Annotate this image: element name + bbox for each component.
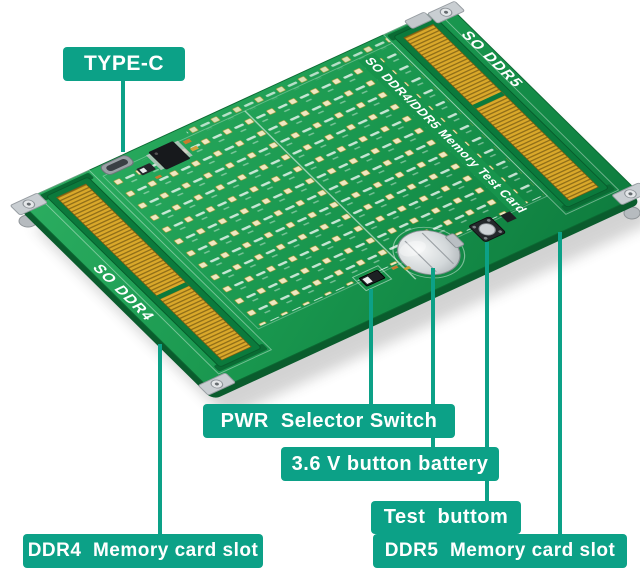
corner-bracket xyxy=(198,373,236,395)
pcb-top-face: SO DDR4/DDR5 Memory Test Card SO DDR5 SO… xyxy=(10,1,640,395)
pwr-selector-switch xyxy=(351,265,393,292)
typec-connector xyxy=(100,155,134,175)
callout-label-pwr-switch: PWR Selector Switch xyxy=(203,404,455,438)
ddr4-gold-pins xyxy=(56,183,252,361)
callout-label-battery: 3.6 V button battery xyxy=(281,447,499,481)
capacitor xyxy=(391,265,399,271)
ddr4-key-notch xyxy=(156,282,190,300)
test-button xyxy=(469,216,506,242)
callout-label-typec: TYPE-C xyxy=(63,47,185,81)
capacitor xyxy=(182,138,192,145)
corner-bracket xyxy=(612,182,640,205)
ic-chip xyxy=(146,140,193,171)
corner-bracket xyxy=(10,193,48,216)
aux-slide-switch xyxy=(136,163,156,176)
callout-label-test-button: Test buttom xyxy=(371,501,521,534)
ddr5-key-notch xyxy=(472,91,505,109)
callout-label-ddr5-slot: DDR5 Memory card slot xyxy=(373,534,627,568)
coin-cell-battery xyxy=(392,226,466,279)
silkscreen-midline xyxy=(244,110,417,280)
battery-clip xyxy=(445,233,465,248)
ddr5-gold-pins xyxy=(403,23,599,201)
edge-component-row xyxy=(183,36,393,137)
ddr4-slot xyxy=(35,169,273,375)
title-lane xyxy=(358,53,527,211)
ddr5-slot xyxy=(382,9,620,215)
callout-label-ddr4-slot: DDR4 Memory card slot xyxy=(23,534,263,568)
bracket-plate xyxy=(404,12,432,29)
capacitor xyxy=(154,174,163,180)
capacitor xyxy=(403,265,412,271)
capacitor xyxy=(189,145,200,152)
component-block xyxy=(500,211,517,223)
corner-bracket xyxy=(427,1,465,24)
